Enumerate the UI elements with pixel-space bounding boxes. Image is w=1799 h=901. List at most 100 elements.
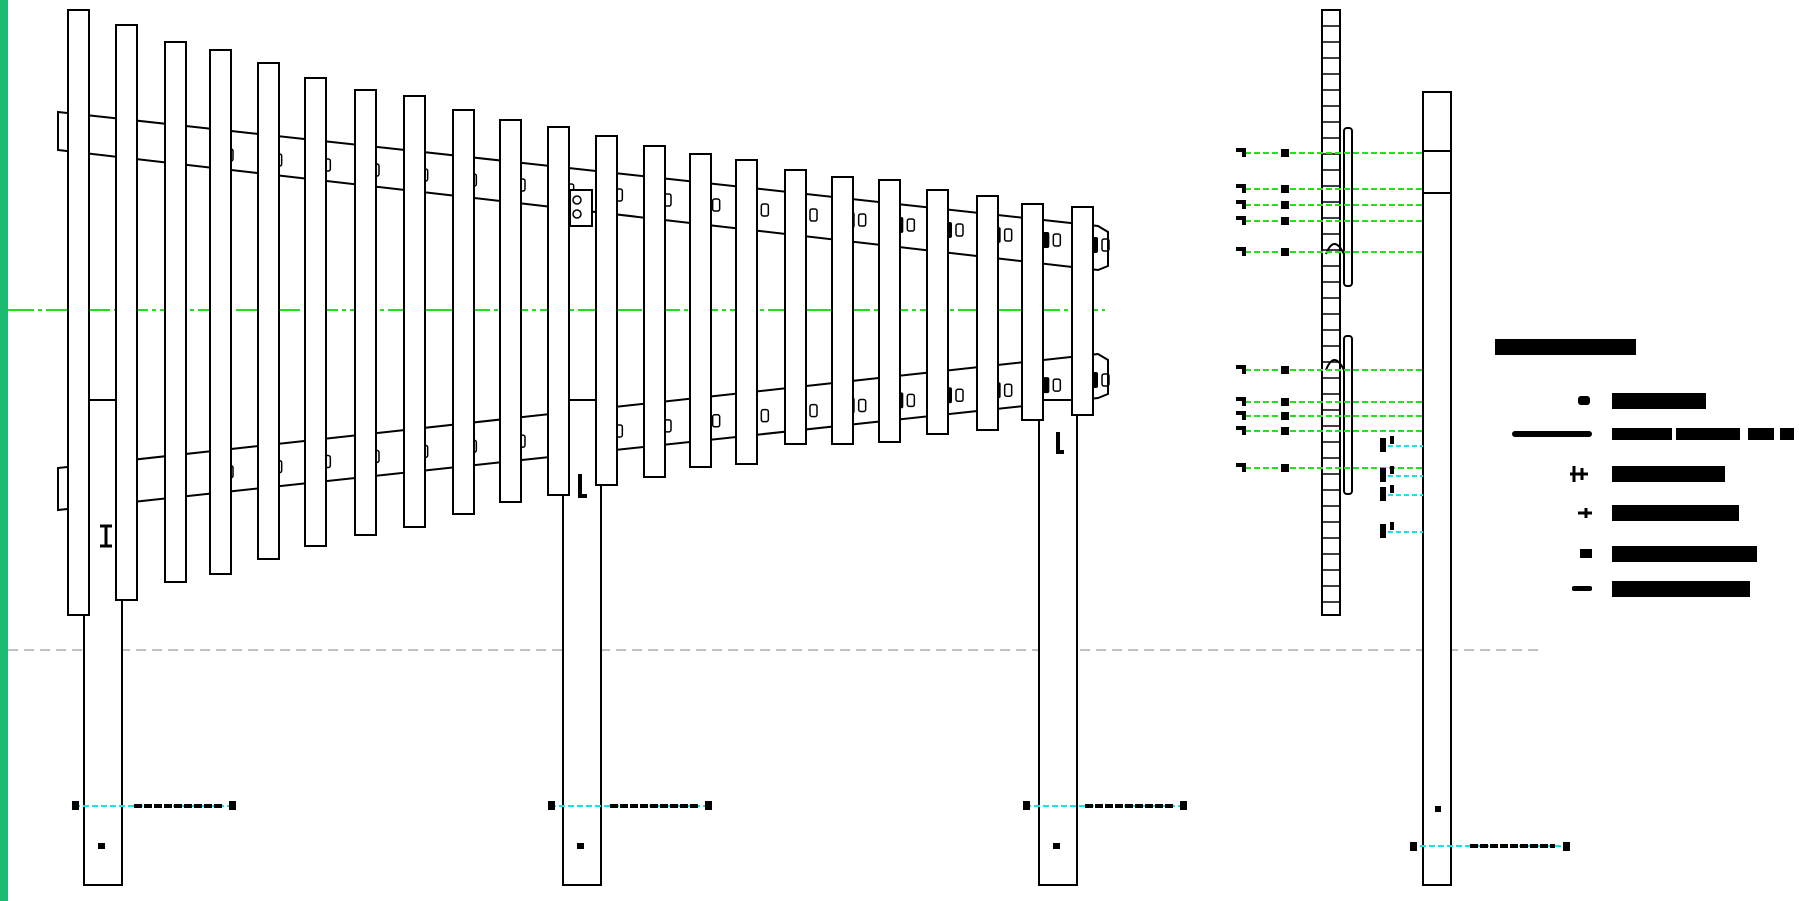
slot-callout-tag [1236, 365, 1246, 374]
upper-rail-profile [1343, 127, 1353, 287]
legend-label-2-b [1676, 428, 1740, 440]
picket-7 [354, 89, 377, 536]
picket-14 [689, 153, 712, 468]
splice-bolt [572, 209, 582, 219]
splice-bolt [572, 195, 582, 205]
rail-slot-outline [1101, 238, 1110, 252]
legend-label-2-c [1748, 428, 1774, 440]
picket-17 [831, 176, 854, 445]
picket-19 [926, 189, 949, 435]
rail-slot-outline [857, 213, 867, 227]
slot-callout-dot [1281, 201, 1289, 209]
legend-label-2 [1612, 428, 1672, 440]
legend-block [1495, 339, 1794, 597]
rail-slot-outline [1052, 233, 1062, 247]
picket-4 [209, 49, 232, 575]
section-post [1422, 91, 1452, 886]
lower-tag-mark [1390, 436, 1394, 444]
legend-label-5 [1612, 546, 1757, 562]
rail-slot-outline [760, 408, 770, 423]
slot-callout-tag [1236, 148, 1246, 157]
post-anchor-hole [1435, 806, 1441, 812]
bracket-icon-shape [1570, 466, 1588, 482]
upper-rail [57, 110, 1109, 272]
leader-end-cap [1563, 842, 1570, 851]
slot-callout-tag [1236, 397, 1246, 406]
picket-2 [115, 24, 138, 601]
slot-callout-tag [1236, 200, 1246, 209]
picket-5 [257, 62, 280, 560]
picket-16 [784, 169, 807, 445]
post-3 [1038, 399, 1078, 886]
rail-slot-outline [955, 388, 964, 403]
lower-tag-mark [1380, 487, 1386, 501]
legend-label-6 [1612, 581, 1750, 597]
slot-callout-tag [1236, 184, 1246, 193]
rail-slot-outline [711, 414, 721, 428]
post-marker [1056, 432, 1064, 454]
hardware-clip-icon-shape [1578, 396, 1590, 405]
post-anchor-hole [577, 843, 584, 849]
rail-slot-outline [906, 393, 916, 408]
bracket-icon [1570, 466, 1588, 482]
slot-callout-tag [1236, 463, 1246, 472]
rail-slot-outline [1101, 373, 1110, 387]
lower-tag-mark [1390, 522, 1394, 530]
rail-slot-outline [809, 403, 818, 418]
leader-end-cap [548, 801, 555, 810]
post-marker [100, 524, 112, 548]
side-section-view [1236, 9, 1422, 616]
hardware-clip-icon [1578, 396, 1590, 405]
slot-callout-tag [1236, 247, 1246, 256]
post-anchor-hole [1053, 843, 1060, 849]
picket-18 [878, 179, 901, 443]
picket-3 [164, 41, 187, 583]
picket-21 [1021, 203, 1044, 421]
lower-rail [57, 352, 1109, 512]
slot-callout-dot [1281, 412, 1289, 420]
legend-label-2-d [1780, 428, 1794, 440]
picket-12 [595, 135, 618, 486]
lower-tag-mark [1390, 466, 1394, 474]
legend-label-1 [1612, 393, 1706, 409]
slot-icon-shape [1572, 586, 1592, 591]
pin-icon-shape [1578, 508, 1592, 518]
slot-icon [1572, 586, 1592, 591]
rail-slot-outline [906, 218, 916, 232]
picket-13 [643, 145, 666, 478]
block-icon-shape [1580, 549, 1592, 558]
slot-callout-dot [1281, 248, 1289, 256]
leader-end-cap [1410, 842, 1417, 851]
leader-end-cap [705, 801, 712, 810]
slot-callout-dot [1281, 427, 1289, 435]
rail-slot-outline [711, 198, 721, 212]
picket-8 [403, 95, 426, 528]
leader-end-cap [229, 801, 236, 810]
picket-20 [976, 195, 999, 431]
leader-end-cap [1180, 801, 1187, 810]
window-edge-bar[interactable] [0, 0, 8, 901]
reference-lines [8, 309, 1540, 651]
lower-tag-mark [1380, 438, 1386, 452]
rail-slot-outline [1003, 228, 1013, 242]
picket-10 [499, 119, 522, 503]
lower-tag-mark [1380, 468, 1386, 482]
slot-callout-dot [1281, 149, 1289, 157]
rail-slot-outline [955, 223, 964, 237]
rail-slot-outline [760, 203, 770, 217]
post-anchor-hole [98, 843, 105, 849]
pin-icon [1578, 508, 1592, 518]
lower-tag-mark [1380, 524, 1386, 538]
slot-callout-dot [1281, 366, 1289, 374]
legend-title-bar [1495, 339, 1636, 355]
lower-tag-mark [1390, 485, 1394, 493]
rail-notch [1325, 359, 1345, 371]
slot-callout-tag [1236, 426, 1246, 435]
block-icon [1580, 549, 1592, 558]
post-callouts [72, 801, 1187, 810]
picket-1 [67, 9, 90, 616]
slot-callout-dot [1281, 217, 1289, 225]
rail-slot-outline [857, 398, 867, 413]
